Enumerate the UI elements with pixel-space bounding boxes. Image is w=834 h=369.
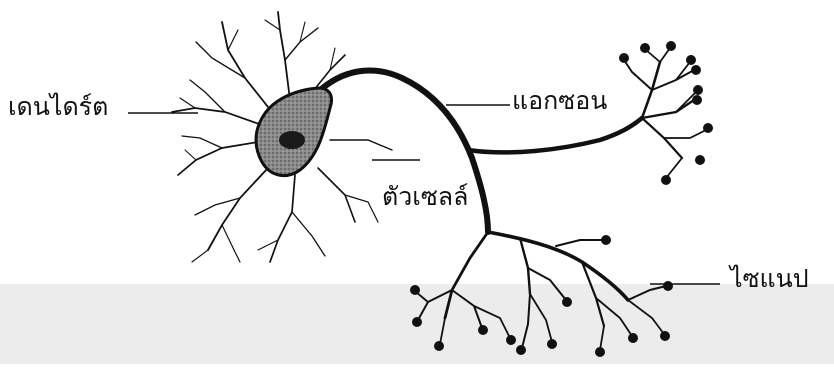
synapse-label: ไซแนป xyxy=(730,266,809,291)
dendrite-label: เดนไดร์ต xyxy=(8,94,108,119)
axon-label: แอกซอน xyxy=(512,88,607,113)
cell-body-label: ตัวเซลล์ xyxy=(382,184,468,209)
nucleus xyxy=(279,131,305,149)
